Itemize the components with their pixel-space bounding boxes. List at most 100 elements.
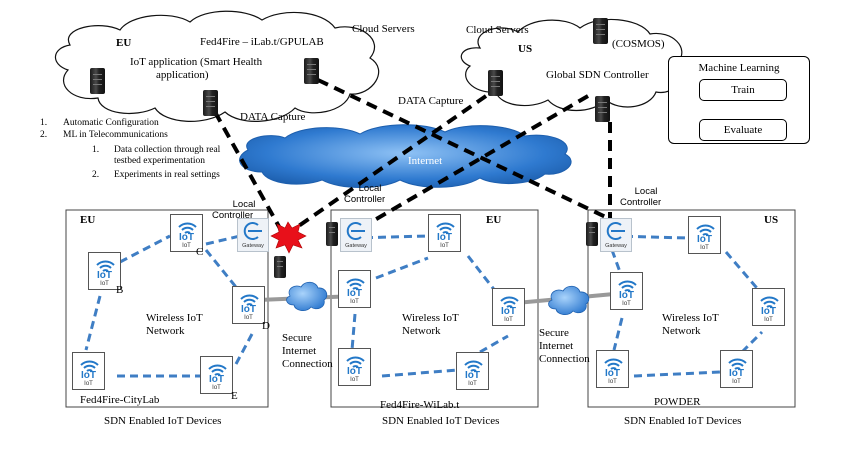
network-left-region: EU [80,214,96,226]
local-controller-left-line2: Controller [212,210,254,221]
iot-label-small: IoT [100,281,109,287]
local-controller-mid-line1: Local [358,183,382,194]
wifi-icon [604,358,623,370]
wifi-icon [346,278,365,290]
wifi-icon [436,222,455,234]
wifi-icon [178,222,197,234]
network-mid-region: EU [486,214,502,226]
network-right-region: US [764,214,779,226]
iot-links-mid [350,234,509,378]
wifi-icon [696,224,715,236]
iot-label-small: IoT [182,243,191,249]
note-item1-num: 1. [40,118,48,128]
cloud-left-app-line1: IoT application (Smart Health [130,56,263,68]
iot-label-small: IoT [608,379,617,385]
iot-label-small: IoT [764,317,773,323]
iot-label-large: IoT [241,304,256,315]
cloud-right-controller: Global SDN Controller [546,69,649,81]
iot-label-large: IoT [501,306,516,317]
iot-label-large: IoT [437,232,452,243]
iot-label-large: IoT [465,370,480,381]
server-icon [488,70,503,96]
local-controller-mid-line2: Controller [344,194,386,205]
network-mid-net-line2: Network [402,325,441,337]
machine-learning-box: Machine Learning Train Evaluate [668,56,810,144]
gateway-icon [243,222,262,240]
internet-cloud [239,124,572,188]
wifi-icon [80,360,99,372]
note-item2-num: 2. [40,130,48,140]
ml-train: Train [699,79,787,101]
network-right-caption: SDN Enabled IoT Devices [624,415,742,427]
local-controller-server-icon [586,222,598,246]
network-mid-testbed: Fed4Fire-WiLab.t [380,399,460,411]
gateway-mid: Gateway [340,218,372,252]
iot-label-small: IoT [700,245,709,251]
cloud-left-testbed: Fed4Fire – iLab.t/GPULAB [200,36,324,48]
capture-middle: DATA Capture [398,95,464,107]
iot-label-small: IoT [244,315,253,321]
wifi-icon [240,294,259,306]
iot-label-small: IoT [504,317,513,323]
internet-label: Internet [408,155,443,167]
iot-label-large: IoT [605,368,620,379]
network-left-testbed: Fed4Fire-CityLab [80,394,160,406]
iot-label-small: IoT [468,381,477,387]
wifi-icon [464,360,483,372]
gateway-left: Gateway [237,218,269,252]
cloud-right-cosmos: (COSMOS) [612,38,665,50]
node-label-b: B [116,284,124,296]
alert-star [270,221,307,254]
note-sub2: Experiments in real settings [114,170,220,180]
cloud-left-outline [54,10,380,122]
iot-label-large: IoT [97,270,112,281]
wifi-icon [728,358,747,370]
cloud-left-label: Cloud Servers [352,23,415,35]
local-controller-left-line1: Local [232,199,256,210]
note-sub1-num: 1. [92,145,100,155]
iot-label-small: IoT [732,379,741,385]
note-sub1-line2: testbed experimentation [114,156,206,166]
iot-label-small: IoT [350,299,359,305]
wifi-icon [208,364,227,376]
iot-label-large: IoT [697,234,712,245]
server-icon [593,18,608,44]
cloud-left-app-line2: application) [156,69,209,81]
wifi-icon [618,280,637,292]
iot-label-small: IoT [350,377,359,383]
server-icon [90,68,105,94]
cloud-right-label: Cloud Servers [466,24,529,36]
network-mid-net-line1: Wireless IoT [402,312,459,324]
iot-label-large: IoT [209,374,224,385]
note-item2: ML in Telecommunications [63,130,168,140]
iot-label-large: IoT [81,370,96,381]
network-right-net-line1: Wireless IoT [662,312,719,324]
ml-evaluate: Evaluate [699,119,787,141]
node-label-e: E [231,390,238,402]
wifi-icon [760,296,779,308]
secure-left-line3: Connection [282,358,333,370]
data-capture-links [213,78,613,234]
iot-label-small: IoT [440,243,449,249]
node-label-c: C [196,246,204,258]
note-sub1-line1: Data collection through real [114,145,221,155]
gateway-label: Gateway [605,243,627,249]
note-sub2-num: 2. [92,170,100,180]
secure-right-line3: Connection [539,353,590,365]
network-left-net-line1: Wireless IoT [146,312,203,324]
secure-right-line1: Secure [539,327,569,339]
